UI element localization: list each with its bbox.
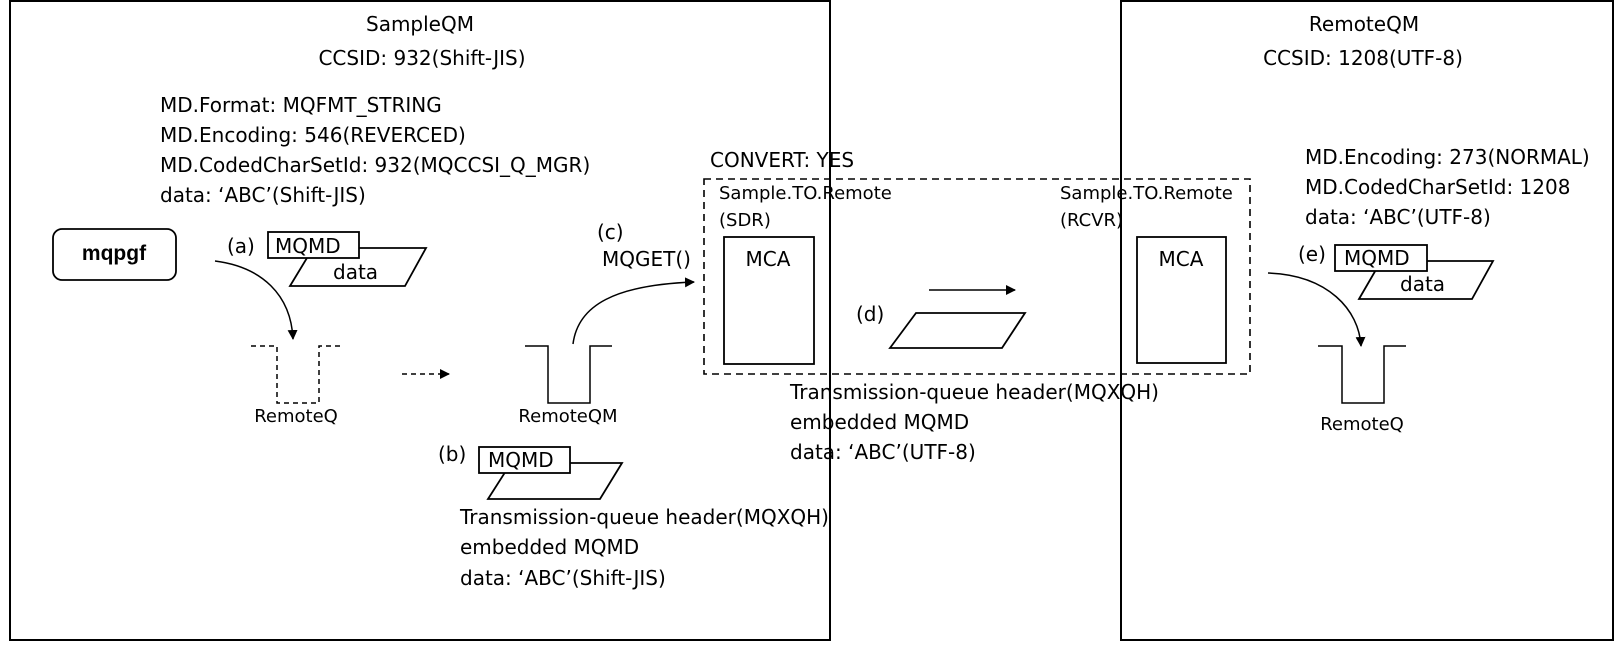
mca-receiver-label: MCA <box>1158 247 1204 271</box>
message-b-data: data: ‘ABC’(Shift-JIS) <box>460 566 666 590</box>
mqpgf-program-label: mqpgf <box>81 242 147 265</box>
message-d-embedded-mqmd: embedded MQMD <box>790 410 970 434</box>
remote-local-queue-label: RemoteQ <box>1320 414 1404 435</box>
message-b-embedded-mqmd: embedded MQMD <box>460 535 640 559</box>
md-coded-char-set-id: MD.CodedCharSetId: 932(MQCCSI_Q_MGR) <box>160 153 591 177</box>
message-e <box>1334 244 1495 300</box>
md-encoding: MD.Encoding: 546(REVERCED) <box>160 123 466 147</box>
message-d-header: Transmission-queue header(MQXQH) <box>790 380 1159 404</box>
step-a-label: (a) <box>227 234 255 258</box>
mqget-label: MQGET() <box>602 247 691 271</box>
message-a-data-label: data <box>333 260 379 284</box>
remote-q-label: RemoteQ <box>254 406 338 427</box>
mca-sender-label: MCA <box>745 247 791 271</box>
remote-message-data-value: data: ‘ABC’(UTF-8) <box>1305 205 1491 229</box>
rcvr-channel-type: (RCVR) <box>1060 210 1124 231</box>
remote-md-encoding: MD.Encoding: 273(NORMAL) <box>1305 145 1590 169</box>
sample-qm-title: SampleQM <box>366 12 474 36</box>
message-e-mqmd-label: MQMD <box>1344 246 1410 270</box>
rcvr-channel-name: Sample.TO.Remote <box>1060 183 1233 204</box>
sample-qm-box <box>9 0 831 641</box>
message-a-mqmd-label: MQMD <box>275 234 341 258</box>
remote-qm-ccsid: CCSID: 1208(UTF-8) <box>1263 46 1463 70</box>
convert-setting: CONVERT: YES <box>710 148 855 172</box>
mca-receiver-box <box>1136 236 1227 364</box>
message-a <box>267 231 428 287</box>
sdr-channel-name: Sample.TO.Remote <box>719 183 892 204</box>
xmit-queue-label: RemoteQM <box>518 406 618 427</box>
remote-local-queue-shape <box>1318 345 1406 404</box>
message-data-value: data: ‘ABC’(Shift-JIS) <box>160 183 366 207</box>
sample-qm-ccsid: CCSID: 932(Shift-JIS) <box>318 46 526 70</box>
md-format: MD.Format: MQFMT_STRING <box>160 93 442 117</box>
message-b-header: Transmission-queue header(MQXQH) <box>460 505 829 529</box>
message-e-mqmd-box <box>1334 244 1428 272</box>
message-b-mqmd-box <box>478 446 571 474</box>
put-arrow <box>214 260 298 340</box>
mqpgf-program-box <box>52 228 177 281</box>
remote-qm-title: RemoteQM <box>1308 12 1420 36</box>
remote-q-definition-shape <box>251 345 341 404</box>
mqget-arrow <box>572 277 695 345</box>
message-b <box>478 446 624 500</box>
receive-put-arrow <box>1267 272 1366 347</box>
step-b-label: (b) <box>438 442 467 466</box>
sdr-channel-type: (SDR) <box>719 210 771 231</box>
message-d-data: data: ‘ABC’(UTF-8) <box>790 440 976 464</box>
step-e-label: (e) <box>1298 242 1326 266</box>
mca-sender-box <box>723 236 815 365</box>
channel-box <box>703 178 1251 375</box>
message-d-data-shape <box>888 312 1027 349</box>
remote-md-coded-char-set-id: MD.CodedCharSetId: 1208 <box>1305 175 1571 199</box>
step-c-label: (c) <box>597 220 624 244</box>
message-e-data-label: data <box>1400 272 1446 296</box>
remote-qm-box <box>1120 0 1614 641</box>
step-d-label: (d) <box>856 302 885 326</box>
xmit-queue-shape <box>525 345 612 404</box>
message-b-mqmd-label: MQMD <box>488 448 554 472</box>
message-a-mqmd-box <box>267 231 360 259</box>
